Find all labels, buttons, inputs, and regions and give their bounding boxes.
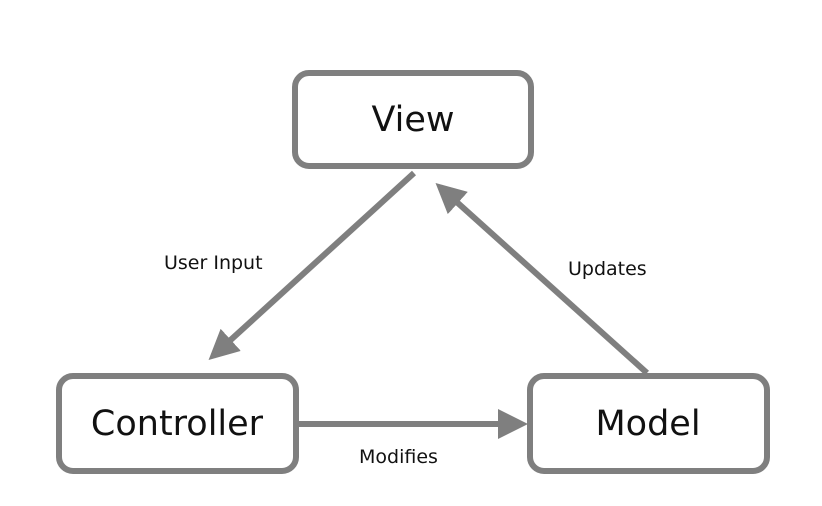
node-model-label: Model: [595, 404, 700, 444]
node-view: View: [292, 70, 534, 169]
edge-user-input-arrow: [208, 170, 417, 361]
node-model: Model: [527, 373, 770, 474]
edge-label-updates: Updates: [568, 258, 647, 280]
edge-label-user-input: User Input: [164, 252, 263, 274]
node-controller-label: Controller: [91, 404, 264, 444]
node-view-label: View: [371, 100, 454, 140]
edge-updates-arrow: [435, 182, 650, 376]
node-controller: Controller: [56, 373, 299, 474]
edge-label-modifies: Modifies: [359, 446, 438, 468]
